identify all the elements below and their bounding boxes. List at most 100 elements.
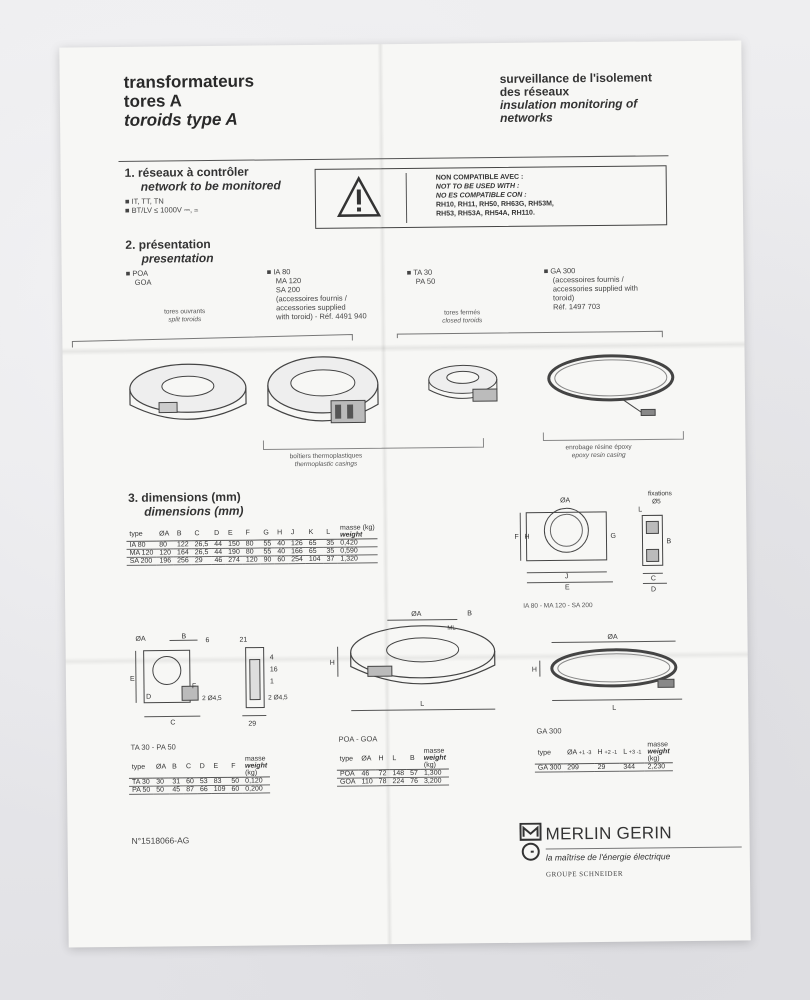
table-cell: 29 [594,763,621,772]
table-cell: 150 [225,540,243,549]
table-cell: 50 [228,777,243,786]
footer-rule [545,846,742,850]
t1-h-l: L [323,524,338,540]
title-line-3: toroids type A [123,109,238,130]
table-cell: 57 [407,769,421,778]
table-cell: 80 [156,540,174,550]
table-cell: 29 [191,556,212,565]
title-line-1: transformateurs [123,71,255,92]
ga-label-h: H [532,667,537,674]
section3-title-fr: 3. dimensions (mm) [127,489,241,505]
section3-title-en: dimensions (mm) [144,503,244,519]
table-cell: type [336,748,359,771]
t1-h-d: D [211,525,226,541]
table-cell: 35 [323,547,338,556]
table-cell: +1 -3 [578,750,592,757]
table-cell: 30 [153,777,170,787]
table-cell: 299 [564,763,595,772]
casing-en: thermoplastic casings [294,460,358,469]
table-cell: type [128,756,154,779]
table-cell: 40 [274,539,289,548]
ga-label-l: L [612,705,616,712]
table-cell: 44 [211,540,226,549]
table-cell: ØA [358,748,376,771]
table-cell: 190 [225,548,243,557]
section2-title-fr: 2. présentation [125,237,211,252]
section1-title-fr: 1. réseaux à contrôler [124,164,249,180]
ia-label-h: H [524,534,529,541]
ia-label-l: L [638,507,642,514]
table-cell: PA 50 [129,786,154,795]
table-cell: L [623,748,627,756]
document-number: N°1518066-AG [131,835,190,846]
ta-label-d: D [146,694,151,701]
table-cell: SA 200 [126,557,157,566]
poa-ml: ML [447,625,456,631]
ga-dimension-diagram: ØA H L [532,634,683,712]
ta-dimension-diagram: ØA B 6 E D C F 2 Ø4,5 21 4 16 1 2 Ø4,5 2… [130,633,288,728]
presentation-illustrations [71,330,684,450]
split-toroids-label: tores ouvrants split toroids [164,308,205,324]
datasheet-page: transformateurs tores A toroids type A s… [59,40,751,948]
t1-h-oa: ØA [156,526,174,542]
table-cell: 65 [305,539,324,548]
ga-ring-drawing [547,354,675,417]
poa-dimension-diagram: ØA ML B H L [330,610,496,712]
table-cell: 148 [389,769,408,778]
table-cell: 26,5 [191,548,212,557]
table-cell: 104 [305,555,324,564]
table-cell: (kg) [647,755,660,763]
warning-text: NON COMPATIBLE AVEC : NOT TO BE USED WIT… [436,172,554,218]
ta-label-e: E [130,676,135,683]
t1-h-e: E [224,525,243,541]
col4-l3: accessories supplied with [552,283,638,294]
table-cell: 50 [153,785,170,795]
table-cell: POA [336,770,359,779]
ia-casing-drawing [267,356,379,424]
table-cell: 83 [210,777,229,786]
ia-label-c: C [651,575,656,582]
table-cell: 26,5 [191,540,212,549]
section1-title-en: network to be monitored [140,178,281,194]
table-cell: H [597,748,603,756]
split-en: split toroids [168,316,202,324]
ia-fixations-label: fixations [648,490,673,497]
ga-label-oa: ØA [607,634,618,641]
table-cell: 87 [183,785,198,794]
t1-h-type: type [126,526,157,542]
bullet-2-text: BT/LV ≤ 1000V ⎓, ≃ [131,205,199,215]
ta-n6: 6 [205,637,209,644]
table-cell: TA 30 [128,778,154,787]
section1-bullet-1: ■ IT, TT, TN [124,196,164,206]
table-cell: 80 [242,548,261,557]
table-cell: 109 [210,785,229,794]
header-rule [118,155,669,162]
table-cell: 224 [389,777,408,786]
table-cell: 274 [225,556,243,565]
table-cell: (kg) [423,761,436,769]
table-cell: F [228,755,243,778]
table-cell: 196 [156,556,175,566]
table-cell: 166 [288,547,306,556]
warning-box: NON COMPATIBLE AVEC : NOT TO BE USED WIT… [314,165,668,229]
t1-h-g: G [260,525,275,541]
dimensions-table-ia: type ØA B C D E F G H J K L masse (kg)we… [126,524,379,566]
table-cell: 37 [323,555,338,564]
table-cell: 65 [305,547,324,556]
t1-h-mass: masse (kg)weight [337,524,378,540]
ia-dimension-diagram: ØA F H G J E fixations Ø5 L B C D [514,490,673,593]
table-cell: 44 [211,548,226,557]
table-cell: 66 [196,785,211,794]
table-cell: 256 [174,556,192,565]
ta-n29: 29 [248,721,256,728]
table-cell: 72 [375,769,390,778]
table-cell: D [196,756,211,778]
table-cell: 254 [288,555,306,564]
brand-name: MERLIN GERIN [545,823,673,844]
ia-label-g: G [610,533,616,540]
table2-caption: TA 30 - PA 50 [130,742,176,752]
ta-n4: 4 [270,654,274,661]
